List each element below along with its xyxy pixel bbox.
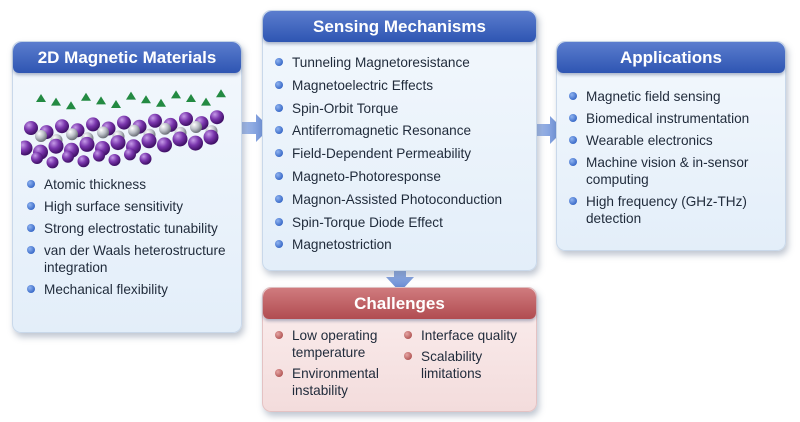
atom-icon xyxy=(110,135,126,151)
mechanisms-list: Tunneling Magnetoresistance Magnetoelect… xyxy=(271,54,533,259)
list-item: Low operating temperature xyxy=(271,327,397,361)
atom-icon xyxy=(46,156,59,169)
mechanisms-title: Sensing Mechanisms xyxy=(263,11,536,42)
flow-arrow-icon-down xyxy=(386,265,414,292)
list-item: Magnon-Assisted Photoconduction xyxy=(271,191,533,208)
applications-list: Magnetic field sensing Biomedical instru… xyxy=(565,88,780,232)
list-item: Magneto-Photoresponse xyxy=(271,168,533,185)
atom-icon xyxy=(210,110,224,125)
atom-icon xyxy=(124,148,136,161)
list-item: Atomic thickness xyxy=(23,176,235,193)
atom-icon xyxy=(21,140,33,156)
atom-icon xyxy=(188,135,203,151)
atom-icon xyxy=(172,131,188,147)
list-item: Field-Dependent Permeability xyxy=(271,145,533,162)
list-item: Wearable electronics xyxy=(565,132,780,149)
list-item: Magnetoelectric Effects xyxy=(271,77,533,94)
challenges-panel: Challenges Low operating temperature Env… xyxy=(262,287,537,412)
list-item: Magnetostriction xyxy=(271,236,533,253)
list-item: Biomedical instrumentation xyxy=(565,110,780,127)
list-item: Magnetic field sensing xyxy=(565,88,780,105)
atom-icon xyxy=(190,121,202,133)
materials-panel: 2D Magnetic Materials Atomic thickness H… xyxy=(12,41,242,333)
list-item: Spin-Orbit Torque xyxy=(271,100,533,117)
applications-title: Applications xyxy=(557,42,785,73)
atom-icon xyxy=(77,155,90,168)
atom-icon xyxy=(93,149,105,162)
atom-icon xyxy=(35,130,47,142)
atom-icon xyxy=(148,113,162,128)
mechanisms-panel: Sensing Mechanisms Tunneling Magnetoresi… xyxy=(262,10,537,271)
atom-icon xyxy=(108,154,121,166)
atom-icon xyxy=(141,133,157,149)
challenges-list-left: Low operating temperature Environmental … xyxy=(271,327,397,403)
atom-icon xyxy=(48,138,64,154)
applications-panel: Applications Magnetic field sensing Biom… xyxy=(556,41,786,251)
list-item: High surface sensitivity xyxy=(23,198,235,215)
atom-icon xyxy=(55,119,69,134)
atom-icon xyxy=(179,112,193,126)
atom-icon xyxy=(66,128,78,141)
list-item: Scalability limitations xyxy=(400,348,530,382)
list-item: Tunneling Magnetoresistance xyxy=(271,54,533,71)
challenges-list-right: Interface quality Scalability limitation… xyxy=(400,327,530,386)
list-item: Spin-Torque Diode Effect xyxy=(271,214,533,231)
atom-icon xyxy=(24,121,38,135)
atom-icon xyxy=(128,124,140,137)
atom-icon xyxy=(86,117,100,132)
atom-icon xyxy=(157,137,172,153)
atom-icon xyxy=(203,129,219,145)
magnetic-lattice-icon xyxy=(21,89,226,169)
atom-icon xyxy=(139,152,152,165)
atom-icon xyxy=(117,115,131,130)
atom-icon xyxy=(62,150,74,163)
list-item: Machine vision & in-sensor computing xyxy=(565,154,780,188)
materials-title: 2D Magnetic Materials xyxy=(13,42,241,73)
materials-list: Atomic thickness High surface sensitivit… xyxy=(23,176,235,303)
atom-icon xyxy=(79,136,95,152)
challenges-title: Challenges xyxy=(263,288,536,319)
list-item: Antiferromagnetic Resonance xyxy=(271,122,533,139)
atom-icon xyxy=(97,126,109,139)
list-item: Interface quality xyxy=(400,327,530,344)
list-item: Strong electrostatic tunability xyxy=(23,220,235,237)
list-item: Environmental instability xyxy=(271,365,397,399)
list-item: High frequency (GHz-THz) detection xyxy=(565,193,780,227)
list-item: van der Waals heterostructure integratio… xyxy=(23,242,235,276)
atom-icon xyxy=(159,122,171,135)
list-item: Mechanical flexibility xyxy=(23,281,235,298)
atom-icon xyxy=(31,152,43,164)
